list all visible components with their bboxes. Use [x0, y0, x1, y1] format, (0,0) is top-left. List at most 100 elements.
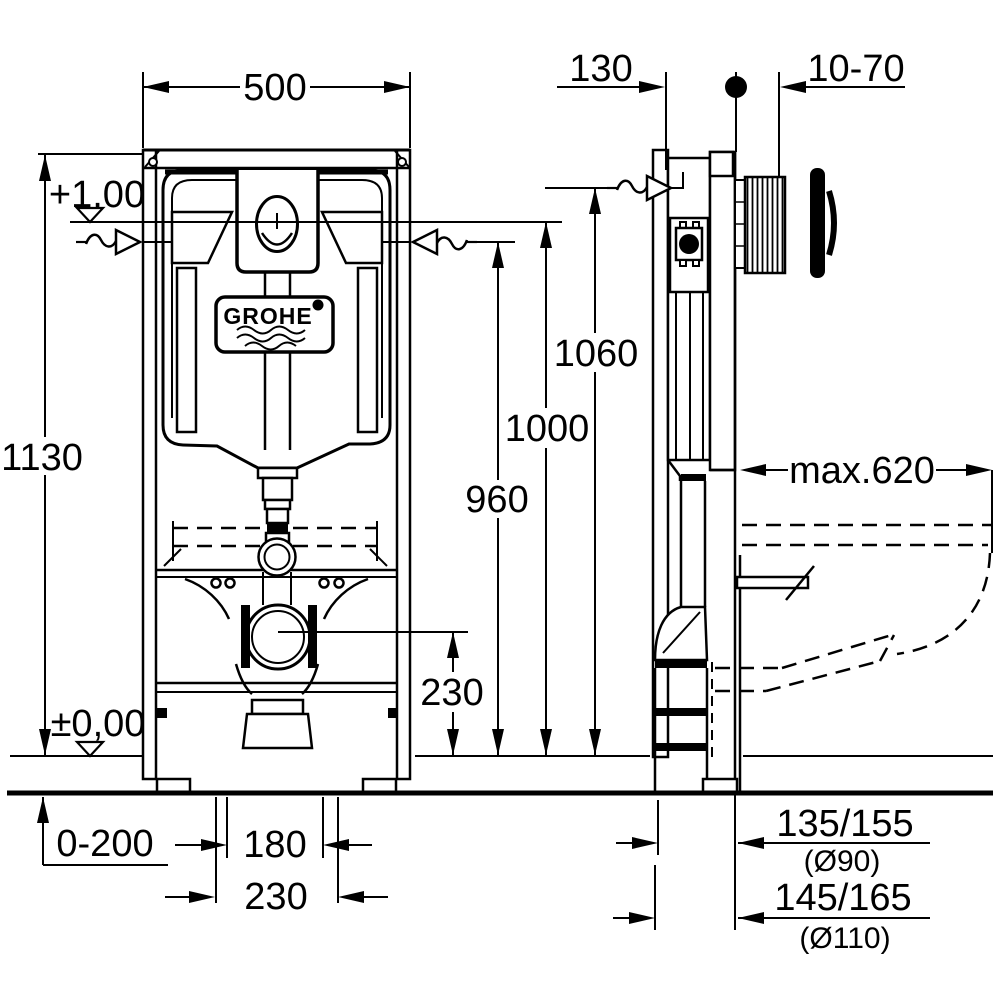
flush-valve-stack	[256, 466, 299, 577]
dim-outlet-height: 230	[278, 631, 484, 755]
screw-icon	[333, 577, 345, 589]
dim-bolt-spacing-label: 180	[243, 824, 306, 866]
dim-arrow-icon	[540, 729, 552, 755]
dim-outer-spacing-label: 230	[244, 876, 307, 918]
outlet-circle	[244, 603, 312, 671]
foot-plate-left	[155, 777, 192, 794]
screw-icon	[224, 577, 236, 589]
dim-h1000-label: 1000	[505, 408, 590, 450]
dim-arrow-icon	[189, 891, 215, 903]
dim-arrow-icon	[338, 891, 364, 903]
dim-outer-spacing: 230	[165, 876, 388, 918]
dim-drain90-label: 135/155	[776, 803, 913, 845]
screw-icon	[318, 577, 330, 589]
outlet-flange-right	[308, 605, 317, 668]
front-view: GROHE	[141, 148, 412, 794]
dim-total-height-label: 1130	[1, 437, 83, 479]
logo-dot-icon	[312, 299, 324, 311]
pipe-band	[655, 660, 707, 668]
brand-name: GROHE	[223, 303, 312, 329]
logo-wave-icon	[236, 325, 306, 335]
dim-arrow-icon	[143, 81, 169, 93]
side-view	[651, 148, 993, 794]
flush-plate-button	[826, 190, 837, 256]
dim-arrow-icon	[447, 632, 459, 658]
foot-clamp-icon	[388, 708, 398, 718]
dim-arrow-icon	[492, 242, 504, 268]
foot-plate-side	[701, 777, 739, 794]
dim-arrow-icon	[323, 839, 349, 851]
floor-lines	[7, 755, 993, 796]
bracket-arc	[184, 577, 231, 620]
level-floor: ±0,00	[51, 703, 146, 758]
dim-arrow-icon	[780, 81, 806, 93]
dim-bowl-depth: max.620	[740, 450, 993, 553]
level-top: +1,00	[49, 174, 145, 224]
pipe-band	[655, 708, 707, 716]
dim-wall-range: 10-70	[778, 48, 905, 176]
dim-arrow-icon	[201, 839, 227, 851]
frame-hole-icon	[148, 157, 158, 167]
dim-drain110-label: 145/165	[774, 877, 911, 919]
dim-foot-adjust-label: 0-200	[56, 823, 153, 865]
dim-arrow-icon	[738, 837, 764, 849]
dim-arrow-icon	[384, 81, 410, 93]
wc-bowl-dashed-outline	[711, 523, 993, 757]
dim-depth-label: 130	[569, 48, 632, 90]
dim-drain90-dia-label: (Ø90)	[804, 845, 881, 878]
level-floor-label: ±0,00	[51, 703, 146, 745]
dim-arrow-icon	[738, 912, 764, 924]
dim-h1060: 1060	[554, 188, 639, 755]
dim-width-label: 500	[243, 67, 306, 109]
dim-arrow-icon	[589, 729, 601, 755]
dim-arrow-icon	[639, 81, 665, 93]
water-chamber-left	[170, 210, 234, 265]
wall-opening-hatch	[743, 175, 787, 275]
logo-wave-icon	[236, 333, 306, 343]
dim-wall-range-label: 10-70	[807, 48, 904, 90]
dim-foot-adjust: 0-200	[37, 797, 168, 866]
dim-arrow-icon	[492, 729, 504, 755]
datum-triangle-icon	[75, 740, 105, 758]
water-chamber-right	[320, 210, 384, 265]
dim-h960: 960	[465, 242, 529, 755]
outlet-sleeve	[250, 698, 305, 716]
cistern-channel-right	[356, 266, 379, 434]
dim-total-height: 1130	[1, 153, 143, 755]
grohe-logo: GROHE	[214, 295, 335, 354]
valve-dot-icon	[679, 234, 699, 254]
dim-width: 500	[142, 67, 411, 148]
foot-plate-right	[361, 777, 398, 794]
dim-arrow-icon	[632, 837, 658, 849]
frame-right-rail	[395, 148, 412, 781]
dim-drain110: 145/165 (Ø110)	[613, 865, 930, 955]
screw-icon	[210, 577, 222, 589]
dim-drain110-dia-label: (Ø110)	[799, 922, 890, 955]
dim-arrow-icon	[540, 222, 552, 248]
dimensions: 500 130 10-70 1130	[1, 48, 993, 955]
pipe-band	[655, 743, 707, 751]
dim-arrow-icon	[629, 912, 655, 924]
wall-break-icon	[411, 228, 479, 256]
logo-wave-icon	[244, 341, 297, 351]
outlet-flange-left	[241, 605, 250, 668]
bracket-arc	[322, 577, 369, 620]
dim-outlet-height-label: 230	[420, 672, 483, 714]
flush-plate	[810, 168, 825, 278]
dim-arrow-icon	[589, 188, 601, 214]
dim-drain90: 135/155 (Ø90)	[616, 793, 930, 930]
dim-h1060-label: 1060	[554, 333, 639, 375]
cistern-front-plate	[708, 150, 737, 472]
foot-clamp-icon	[157, 708, 167, 718]
wall-break-icon	[74, 228, 142, 256]
dim-arrow-icon	[740, 464, 766, 476]
dim-depth: 130	[557, 48, 667, 170]
dim-arrow-icon	[447, 729, 459, 755]
dim-h960-label: 960	[465, 479, 528, 521]
dim-bowl-depth-label: max.620	[789, 450, 935, 492]
frame-left-rail	[141, 148, 158, 781]
dim-h1000: 1000	[505, 222, 590, 755]
dim-arrow-icon	[39, 729, 51, 755]
